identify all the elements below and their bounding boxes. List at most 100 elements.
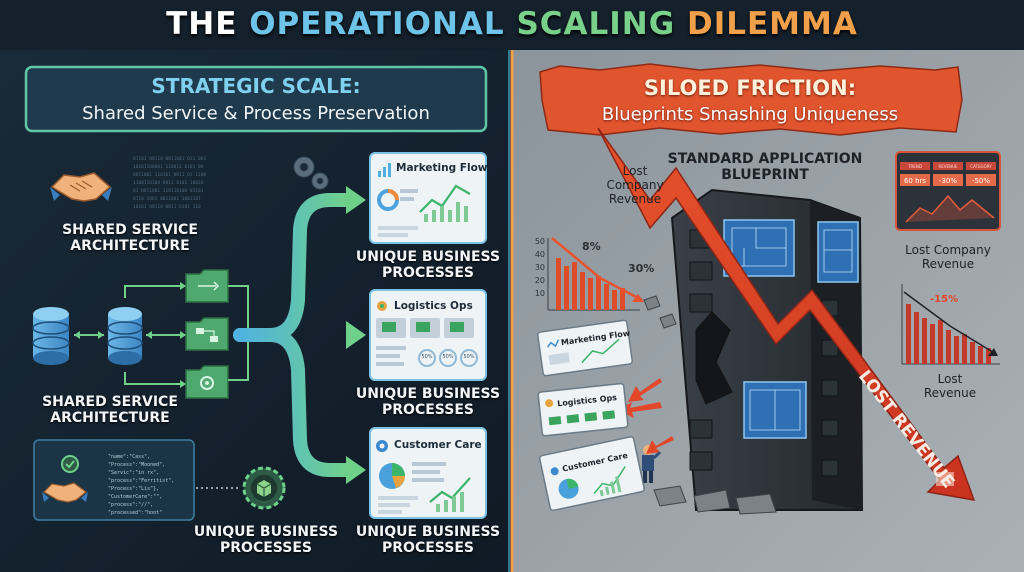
unique-left-line1: UNIQUE BUSINESS (193, 524, 339, 540)
svg-text:60 hrs: 60 hrs (904, 177, 926, 185)
card-label-marketing-line1: UNIQUE BUSINESS (355, 249, 501, 265)
svg-text:10101100001 110011 0101 00: 10101100001 110011 0101 00 (133, 164, 204, 170)
right-header-subtitle: Blueprints Smashing Uniqueness (601, 104, 899, 125)
svg-text:"Servic":"in rx",: "Servic":"in rx", (108, 470, 159, 476)
svg-text:10: 10 (535, 289, 545, 298)
small-card-marketing: Marketing Flow (537, 319, 633, 377)
marketing-flow-card (369, 152, 487, 244)
logistics-pct-3: 50% (463, 354, 475, 360)
lcr-right-line1: Lost Company (905, 243, 991, 257)
svg-text:"process":"//",: "process":"//", (108, 502, 153, 508)
title-word-3: SCALING (516, 6, 676, 42)
svg-text:"Process":"Mooned",: "Process":"Mooned", (108, 462, 165, 468)
svg-text:-15%: -15% (930, 294, 958, 305)
bar-chart-left: 50 40 30 20 10 8% 30% (535, 237, 654, 311)
shared-service-top-line2: ARCHITECTURE (70, 238, 190, 254)
logistics-ops-title: Logistics Ops (394, 300, 473, 312)
folder-icon-bottom (185, 365, 229, 399)
database-icon-center (107, 307, 143, 365)
shared-service-label-top: SHARED SERVICE ARCHITECTURE (40, 222, 220, 254)
branching-arrows (233, 193, 355, 477)
svg-text:0110 1001 0011001 1001101: 0110 1001 0011001 1001101 (133, 196, 201, 202)
svg-text:30: 30 (535, 263, 545, 272)
title-word-2: OPERATIONAL (249, 6, 505, 42)
svg-text:"Process":"Lis"},: "Process":"Lis"}, (108, 486, 159, 492)
unique-left-line2: PROCESSES (220, 540, 312, 556)
svg-text:50: 50 (535, 237, 545, 246)
svg-text:REVENUE: REVENUE (938, 164, 957, 169)
customer-care-card (369, 427, 487, 519)
svg-text:20: 20 (535, 276, 545, 285)
svg-text:-30%: -30% (939, 177, 957, 185)
card-label-customer-line2: PROCESSES (382, 540, 474, 556)
card-label-logistics: UNIQUE BUSINESS PROCESSES (348, 386, 508, 418)
svg-text:"process":"Ferritist",: "process":"Ferritist", (108, 478, 174, 484)
blueprint-label-line1: STANDARD APPLICATION (667, 151, 863, 167)
pct-a: 8% (582, 240, 601, 253)
card-label-customer: UNIQUE BUSINESS PROCESSES (348, 524, 508, 556)
folder-icon-middle (185, 317, 229, 351)
lost-revenue-small: Lost Revenue (910, 372, 990, 400)
shared-service-bottom-line2: ARCHITECTURE (50, 410, 170, 426)
svg-text:01 0011001 110110100 01101: 01 0011001 110110100 01101 (133, 188, 204, 194)
database-icon-left (32, 307, 70, 365)
logistics-ops-card (369, 289, 487, 381)
lost-revenue-small-line2: Revenue (923, 386, 977, 400)
svg-text:1100110100 0011 0101 10010: 1100110100 0011 0101 10010 (133, 180, 204, 186)
title-word-4: DILEMMA (686, 6, 858, 42)
handshake-icon-bottom (42, 482, 88, 503)
logistics-pct-2: 50% (442, 354, 454, 360)
lost-revenue-small-line1: Lost (937, 372, 963, 386)
lcr-left-line3: Revenue (608, 192, 662, 206)
title-word-1: THE (166, 6, 238, 42)
svg-text:"name":"Cass",: "name":"Cass", (108, 454, 150, 460)
lost-revenue-arrow (597, 127, 976, 501)
svg-text:-50%: -50% (972, 177, 990, 185)
card-label-marketing-line2: PROCESSES (382, 265, 474, 281)
card-label-logistics-line1: UNIQUE BUSINESS (355, 386, 501, 402)
shared-service-bottom-line1: SHARED SERVICE (42, 394, 178, 410)
svg-text:01101 00110 0011001 011 001: 01101 00110 0011001 011 001 (133, 156, 206, 162)
customer-care-title: Customer Care (394, 439, 482, 451)
marketing-flow-title: Marketing Flow (396, 162, 488, 174)
building-icon (670, 188, 864, 511)
folder-icon-top (185, 269, 229, 303)
left-header-box (24, 65, 488, 133)
card-label-marketing: UNIQUE BUSINESS PROCESSES (348, 249, 508, 281)
right-header-box (539, 63, 963, 136)
bar-chart-right: -15% (901, 284, 1000, 365)
page-title: THE OPERATIONAL SCALING DILEMMA (0, 6, 1024, 42)
small-card-customer: Customer Care (538, 436, 645, 512)
pct-b: 30% (628, 262, 654, 275)
svg-text:40: 40 (535, 250, 545, 259)
lost-company-revenue-right: Lost Company Revenue (886, 243, 1010, 271)
card-label-logistics-line2: PROCESSES (382, 402, 474, 418)
lost-company-revenue-left: Lost Company Revenue (590, 164, 680, 206)
svg-text:0011001 110101 0011 01 1100: 0011001 110101 0011 01 1100 (133, 172, 206, 178)
lcr-left-line2: Company (606, 178, 664, 192)
gear-cube-icon (242, 466, 286, 510)
svg-text:CATEGORY: CATEGORY (970, 164, 992, 169)
lcr-right-line2: Revenue (921, 257, 975, 271)
shared-service-label-bottom: SHARED SERVICE ARCHITECTURE (20, 394, 200, 426)
card-label-customer-line1: UNIQUE BUSINESS (355, 524, 501, 540)
unique-processes-label-left: UNIQUE BUSINESS PROCESSES (186, 524, 346, 556)
blueprint-label: STANDARD APPLICATION BLUEPRINT (640, 151, 890, 183)
lcr-left-line1: Lost (622, 164, 648, 178)
check-icon (61, 455, 79, 473)
logistics-pct-1: 50% (421, 354, 433, 360)
stats-panel: TREND REVENUE CATEGORY 60 hrs -30% -50% (895, 151, 1001, 231)
right-header-title: SILOED FRICTION: (643, 76, 857, 100)
svg-text:10101 00110 0011 0101 110: 10101 00110 0011 0101 110 (133, 204, 201, 210)
gears-icon (293, 156, 329, 190)
svg-text:"CustomerCare":"",: "CustomerCare":"", (108, 494, 162, 500)
handshake-icon-top (50, 172, 112, 202)
blueprint-label-line2: BLUEPRINT (721, 167, 809, 183)
building-crack (695, 311, 733, 405)
svg-text:"processed":"hoot": "processed":"hoot" (108, 510, 162, 516)
left-header-title: STRATEGIC SCALE: (151, 74, 361, 98)
svg-text:TREND: TREND (907, 164, 922, 169)
small-card-logistics: Logistics Ops (537, 382, 629, 437)
